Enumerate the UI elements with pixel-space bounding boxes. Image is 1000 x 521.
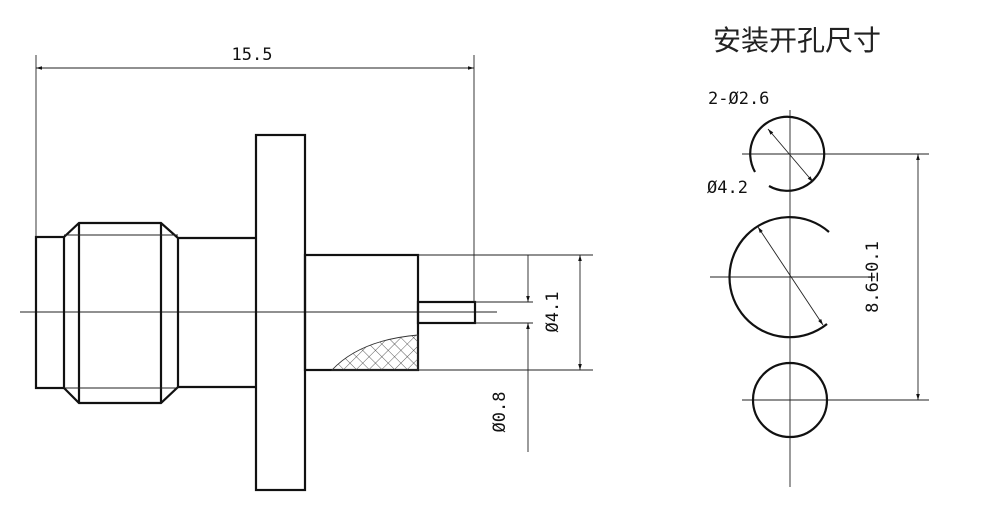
hole-diameter-line (767, 128, 814, 183)
center-hole-diameter-line (757, 226, 824, 326)
connector-shaft (178, 236, 256, 389)
length-dimension-label: 15.5 (232, 45, 273, 65)
insulator-hatch (330, 334, 419, 371)
spacing-label: 8.6±0.1 (863, 241, 883, 313)
bottom-small-hole (751, 361, 829, 439)
mounting-title: 安装开孔尺寸 (713, 24, 881, 57)
coupling-nut (63, 221, 180, 405)
mounting-flange (254, 133, 307, 492)
mounting-hole-pattern: 安装开孔尺寸 2-Ø2.6 Ø4.2 8.6±0.1 (707, 24, 929, 487)
small-holes-label: 2-Ø2.6 (708, 89, 769, 109)
center-hole-label: Ø4.2 (707, 178, 748, 198)
pin-diameter-label: Ø0.8 (490, 392, 510, 433)
center-hole (728, 216, 830, 339)
top-small-hole (749, 115, 826, 192)
body-diameter-label: Ø4.1 (543, 292, 563, 333)
center-pin (416, 300, 477, 325)
connector-front-body (34, 235, 66, 390)
connector-side-view: 15.5 Ø0.8 Ø4.1 (20, 45, 593, 492)
